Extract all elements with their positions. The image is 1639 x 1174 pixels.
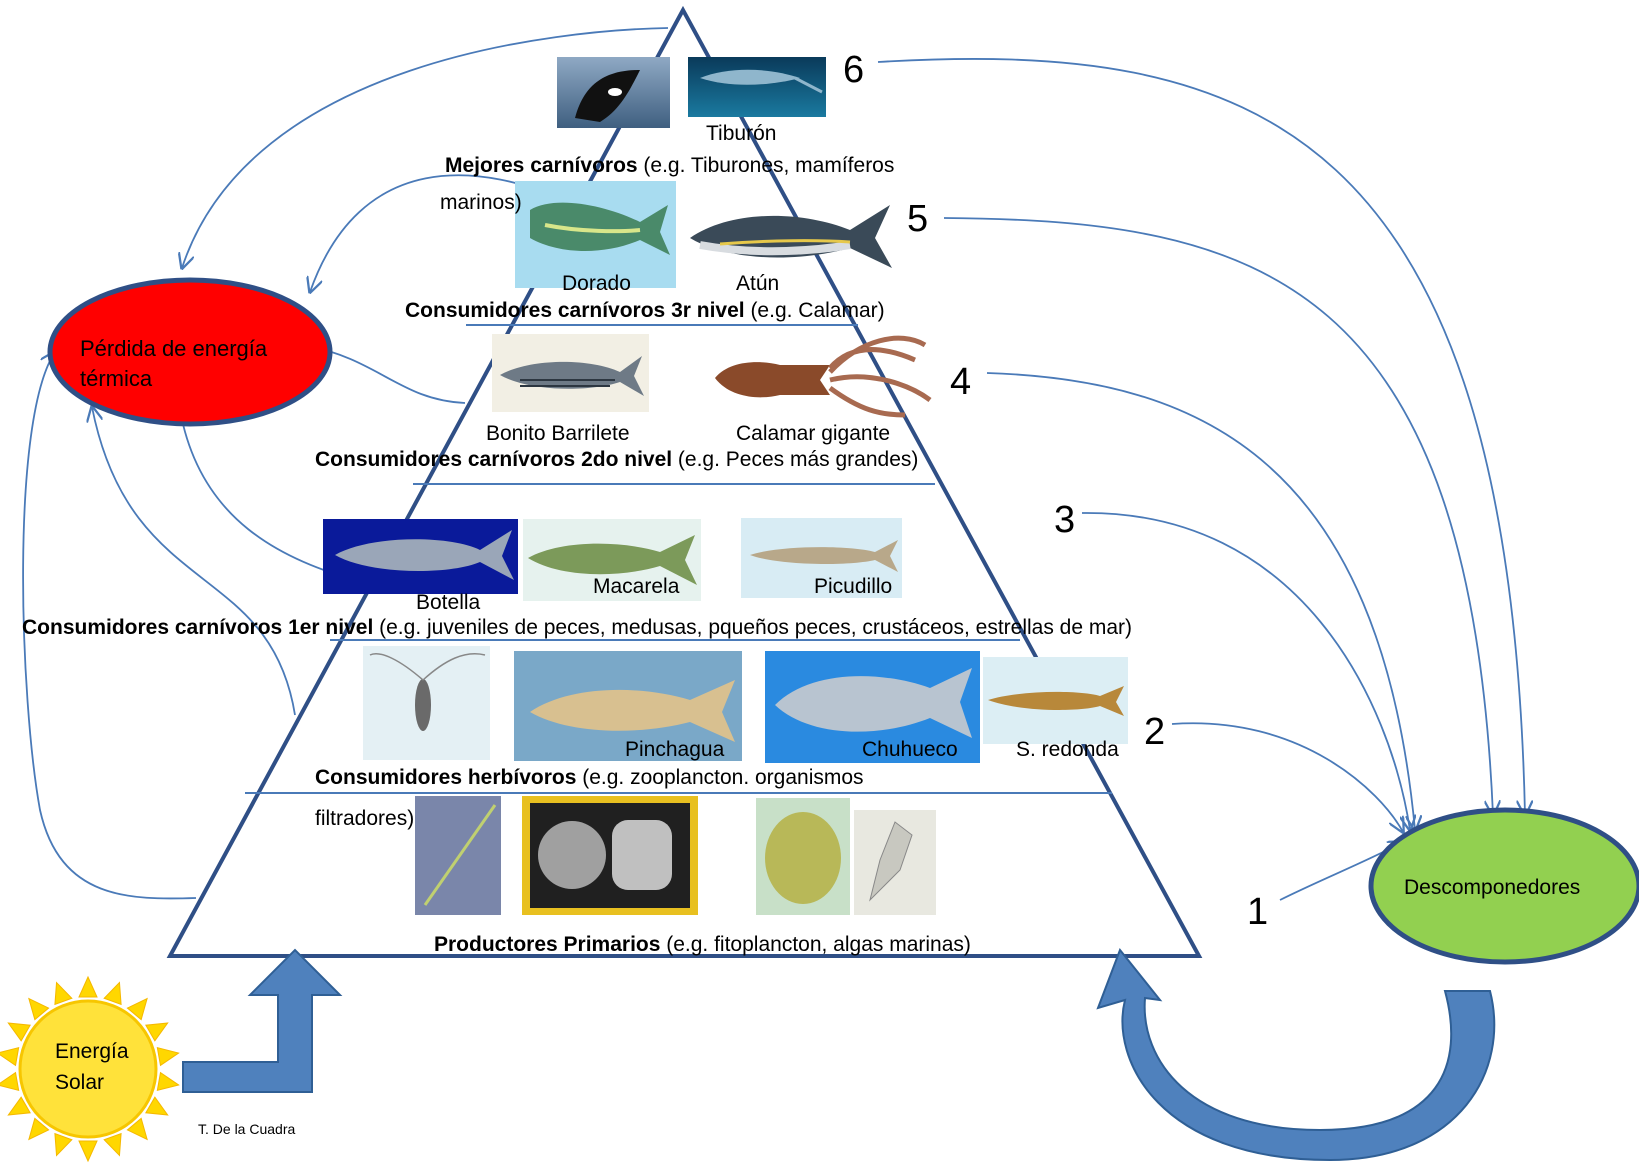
picudillo-photo <box>741 518 902 598</box>
level-number-5: 5 <box>907 198 929 240</box>
caption-s-redonda: S. redonda <box>1016 738 1119 761</box>
caption-chuhueco: Chuhueco <box>862 738 958 761</box>
heat-loss-label: Pérdida de energía térmica <box>80 336 268 391</box>
botella-photo <box>323 519 518 594</box>
level-3-label: Consumidores carnívoros 1er nivel (e.g. … <box>22 616 1133 639</box>
level-2-label-continued: filtradores) <box>315 807 415 830</box>
orca-photo <box>557 57 670 128</box>
heat-loss-node <box>47 277 333 427</box>
caption-bonito: Bonito Barrilete <box>486 422 630 445</box>
chuhueco-photo <box>765 651 980 763</box>
caption-botella: Botella <box>416 591 481 614</box>
tuna-photo <box>690 205 892 268</box>
dinoflagellate-photo <box>756 798 850 915</box>
macarela-photo <box>523 519 701 601</box>
level-number-2: 2 <box>1144 711 1166 753</box>
decomposers-node <box>1368 807 1639 965</box>
recycle-arrow <box>1096 948 1496 1162</box>
author-credit: T. De la Cuadra <box>198 1121 296 1137</box>
level-4-label: Consumidores carnívoros 2do nivel (e.g. … <box>315 448 919 471</box>
caption-atun: Atún <box>736 272 780 295</box>
caption-tiburon: Tiburón <box>706 122 777 145</box>
bonito-photo <box>492 334 649 412</box>
level-2-label: Consumidores herbívoros (e.g. zooplancto… <box>315 766 864 789</box>
dorado-photo <box>515 181 676 288</box>
s-redonda-photo <box>983 657 1128 744</box>
level-1-label: Productores Primarios (e.g. fitoplancton… <box>434 933 971 956</box>
pinchagua-photo <box>514 651 742 761</box>
caption-pinchagua: Pinchagua <box>625 738 725 761</box>
level-number-6: 6 <box>843 49 865 91</box>
level-5-label: Consumidores carnívoros 3r nivel (e.g. C… <box>405 299 885 322</box>
caption-picudillo: Picudillo <box>814 575 893 598</box>
caption-macarela: Macarela <box>593 575 680 598</box>
caption-dorado: Dorado <box>562 272 631 295</box>
level-number-3: 3 <box>1054 499 1076 541</box>
pyramid <box>166 5 1203 958</box>
level-6-label: Mejores carnívoros (e.g. Tiburones, mamí… <box>445 154 895 177</box>
diatom-photo <box>522 796 698 915</box>
decomposers-label: Descomponedores <box>1404 876 1581 899</box>
shark-photo <box>688 57 826 117</box>
solar-energy-label: Energía Solar <box>55 1040 129 1094</box>
caption-calamar: Calamar gigante <box>736 422 891 445</box>
sun-icon <box>0 975 180 1163</box>
solar-input-arrow <box>182 948 343 1093</box>
level-6-label-continued: marinos) <box>440 191 522 214</box>
phytoplankton-photo-1 <box>415 796 501 915</box>
giant-squid-photo <box>715 335 932 418</box>
level-number-4: 4 <box>950 361 972 403</box>
ceratium-photo <box>854 810 936 915</box>
decomposer-arrows <box>877 58 1525 901</box>
zooplankton-photo <box>363 646 490 760</box>
level-number-1: 1 <box>1247 891 1269 933</box>
